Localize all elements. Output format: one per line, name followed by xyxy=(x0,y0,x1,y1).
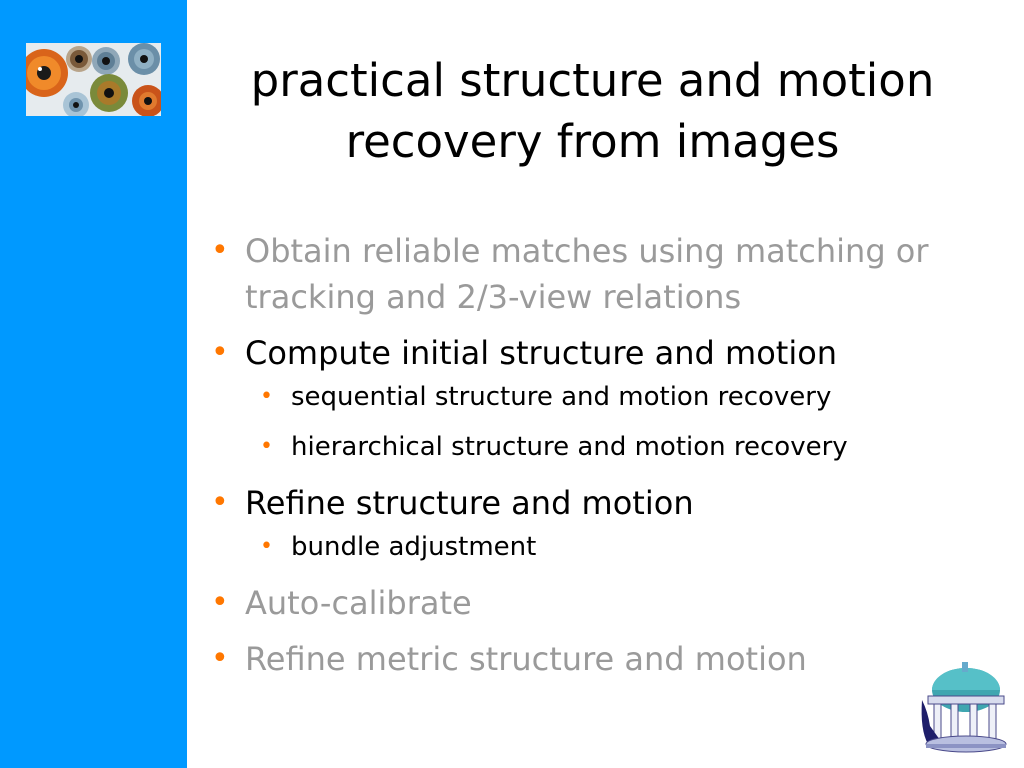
bullet-text: Obtain reliable matches using matching o… xyxy=(245,232,929,316)
bullet-marker-icon: • xyxy=(211,233,229,268)
sub-bullet-text: bundle adjustment xyxy=(291,532,537,562)
bullet-text: Compute initial structure and motion xyxy=(245,334,838,372)
sub-bullet-item: • hierarchical structure and motion reco… xyxy=(205,430,1005,464)
sub-bullet-text: sequential structure and motion recovery xyxy=(291,382,832,412)
bullet-marker-icon: • xyxy=(211,485,229,520)
bullet-marker-icon: • xyxy=(211,641,229,676)
bullet-item: • Refine structure and motion xyxy=(205,480,1005,526)
sub-bullet-item: • bundle adjustment xyxy=(205,530,1005,564)
sidebar-band xyxy=(0,0,187,768)
bullet-list: • Obtain reliable matches using matching… xyxy=(205,228,1005,692)
bullet-marker-icon: • xyxy=(211,585,229,620)
bullet-text: Refine metric structure and motion xyxy=(245,640,807,678)
bullet-item: • Compute initial structure and motion xyxy=(205,330,1005,376)
eye-iris-collage-image xyxy=(26,43,161,116)
sub-bullet-marker-icon: • xyxy=(260,384,273,409)
slide-title: practical structure and motion recovery … xyxy=(250,54,935,168)
bullet-item: • Auto-calibrate xyxy=(205,580,1005,626)
sub-bullet-text: hierarchical structure and motion recove… xyxy=(291,432,848,462)
sub-bullet-marker-icon: • xyxy=(260,534,273,559)
bullet-text: Auto-calibrate xyxy=(245,584,472,622)
bullet-item: • Refine metric structure and motion xyxy=(205,636,1005,682)
bullet-marker-icon: • xyxy=(211,335,229,370)
bullet-text: Refine structure and motion xyxy=(245,484,694,522)
sub-bullet-item: • sequential structure and motion recove… xyxy=(205,380,1005,414)
sub-bullet-marker-icon: • xyxy=(260,434,273,459)
bullet-item: • Obtain reliable matches using matching… xyxy=(205,228,1005,320)
pavilion-rotunda-image xyxy=(918,660,1010,754)
